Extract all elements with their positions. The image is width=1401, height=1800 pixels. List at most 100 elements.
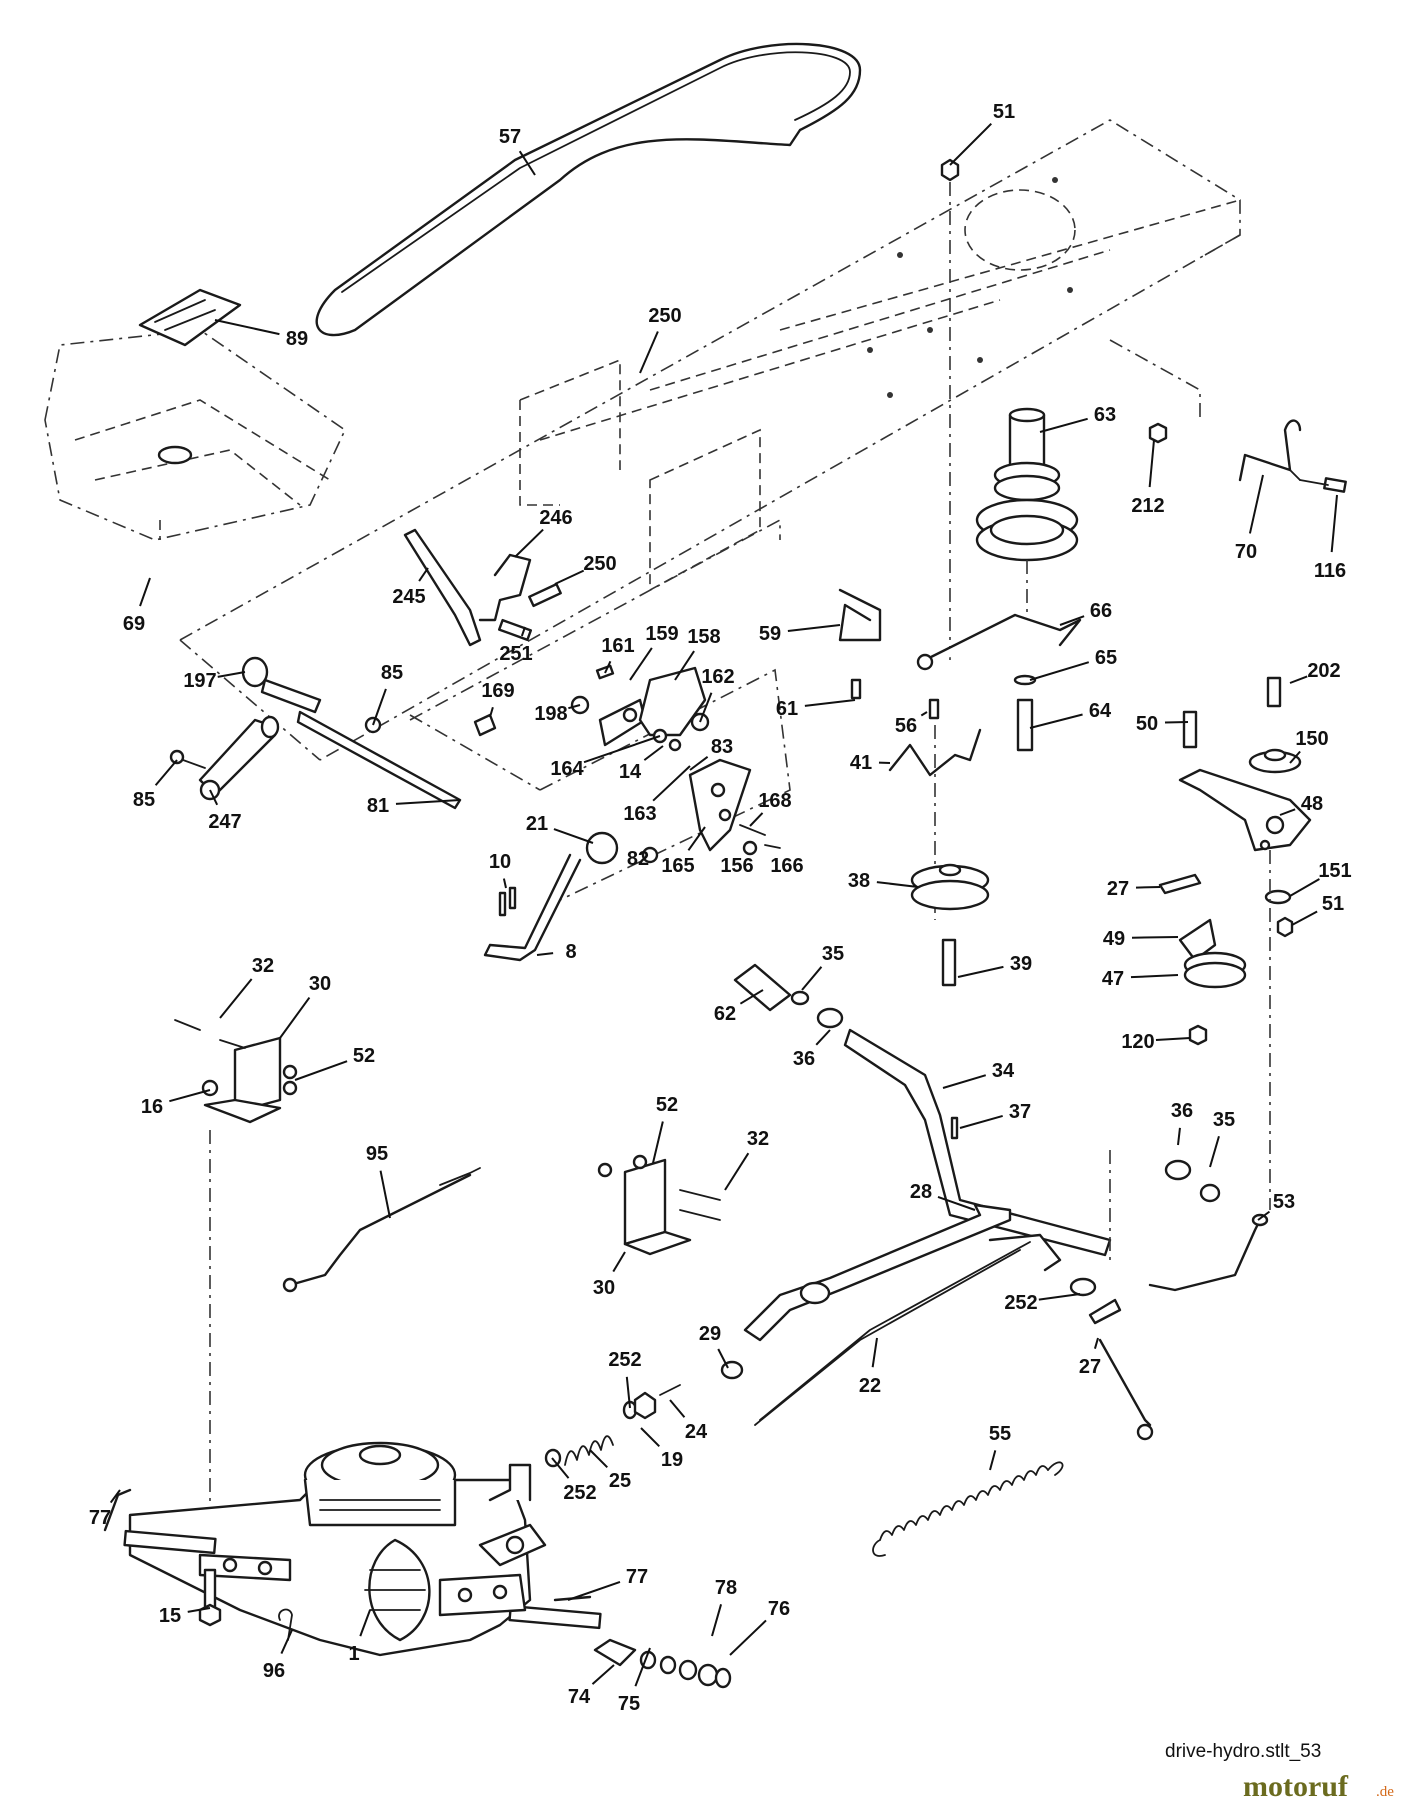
transaxle (123, 1441, 602, 1657)
leader-lines (109, 123, 1338, 1687)
callout-30: 30 (593, 1277, 615, 1299)
leader-95 (379, 1170, 391, 1219)
callout-50: 50 (1136, 713, 1158, 735)
leader-77 (567, 1580, 621, 1601)
callout-156: 156 (720, 855, 753, 877)
callout-85: 85 (381, 662, 403, 684)
leader-48 (1279, 808, 1296, 816)
leader-247 (209, 789, 219, 806)
callout-77: 77 (626, 1566, 648, 1588)
callout-38: 38 (848, 870, 870, 892)
leader-250 (554, 569, 585, 585)
leader-246 (514, 528, 544, 558)
leader-15 (187, 1607, 211, 1613)
callout-32: 32 (252, 955, 274, 977)
brand-suffix: .de (1376, 1784, 1394, 1800)
leader-66 (1059, 615, 1085, 626)
callout-75: 75 (618, 1693, 640, 1715)
callout-30: 30 (309, 973, 331, 995)
leader-14 (643, 745, 664, 761)
leader-22 (871, 1337, 878, 1368)
callout-150: 150 (1295, 728, 1328, 750)
callout-64: 64 (1089, 700, 1112, 722)
callout-10: 10 (489, 851, 511, 873)
callout-165: 165 (661, 855, 694, 877)
callout-51: 51 (1322, 893, 1344, 915)
callout-197: 197 (183, 670, 216, 692)
leader-24 (669, 1399, 686, 1418)
callout-55: 55 (989, 1423, 1011, 1445)
callout-21: 21 (526, 813, 548, 835)
callout-159: 159 (645, 623, 678, 645)
leader-37 (959, 1114, 1003, 1129)
callout-35: 35 (822, 943, 844, 965)
callout-252: 252 (1004, 1292, 1037, 1314)
leader-29 (717, 1348, 729, 1369)
leader-85 (154, 759, 178, 786)
leader-251 (520, 626, 526, 637)
callout-158: 158 (687, 626, 720, 648)
leader-1 (359, 1609, 371, 1637)
axle-hardware (593, 1638, 732, 1689)
diagram-caption: drive-hydro.stlt_53 (1165, 1741, 1321, 1762)
leader-16 (169, 1089, 211, 1103)
callout-163: 163 (623, 803, 656, 825)
callout-29: 29 (699, 1323, 721, 1345)
leader-49 (1131, 936, 1179, 939)
leader-57 (518, 150, 536, 176)
callout-162: 162 (701, 666, 734, 688)
callout-63: 63 (1094, 404, 1116, 426)
callout-53: 53 (1273, 1191, 1295, 1213)
leader-169 (489, 706, 494, 718)
callout-70: 70 (1235, 541, 1257, 563)
leader-150 (1289, 750, 1301, 764)
springs-mid (838, 588, 1082, 920)
leader-252 (551, 1457, 570, 1479)
brand-name: motoruf (1243, 1770, 1349, 1800)
leader-161 (604, 660, 612, 674)
leader-163 (652, 765, 691, 802)
leader-78 (711, 1604, 723, 1637)
leader-65 (1029, 661, 1090, 681)
brand-name-text: motoruf (1243, 1770, 1349, 1800)
shaft-81 (169, 656, 462, 810)
callout-61: 61 (776, 698, 798, 720)
leader-32 (219, 978, 253, 1019)
callout-22: 22 (859, 1375, 881, 1397)
callout-198: 198 (534, 703, 567, 725)
bracket-30-mid (597, 1154, 721, 1256)
pulley-38 (910, 863, 990, 987)
leader-64 (1029, 713, 1083, 729)
leader-36 (1177, 1127, 1181, 1146)
callout-212: 212 (1131, 495, 1164, 517)
callout-82: 82 (627, 848, 649, 870)
callout-28: 28 (910, 1181, 932, 1203)
leader-51 (949, 123, 992, 166)
leader-62 (739, 989, 764, 1005)
callout-34: 34 (992, 1060, 1015, 1082)
callout-36: 36 (793, 1048, 815, 1070)
callout-66: 66 (1090, 600, 1112, 622)
callout-27: 27 (1107, 878, 1129, 900)
callout-120: 120 (1121, 1031, 1154, 1053)
callout-247: 247 (208, 811, 241, 833)
callout-52: 52 (353, 1045, 375, 1067)
callout-96: 96 (263, 1660, 285, 1682)
bracket-30-left (174, 1019, 298, 1540)
callout-27: 27 (1079, 1356, 1101, 1378)
leader-83 (689, 755, 709, 771)
callout-1: 1 (348, 1643, 359, 1665)
leader-10 (502, 878, 507, 889)
hood-outline (44, 329, 347, 541)
axle-parts (103, 1488, 592, 1641)
callout-8: 8 (565, 941, 576, 963)
brand-logo: motoruf .de (1243, 1770, 1394, 1800)
frame-outline (179, 119, 1241, 901)
callout-85: 85 (133, 789, 155, 811)
callout-74: 74 (568, 1686, 591, 1708)
spring-25 (544, 1384, 681, 1468)
callout-169: 169 (481, 680, 514, 702)
callout-36: 36 (1171, 1100, 1193, 1122)
callout-161: 161 (601, 635, 634, 657)
